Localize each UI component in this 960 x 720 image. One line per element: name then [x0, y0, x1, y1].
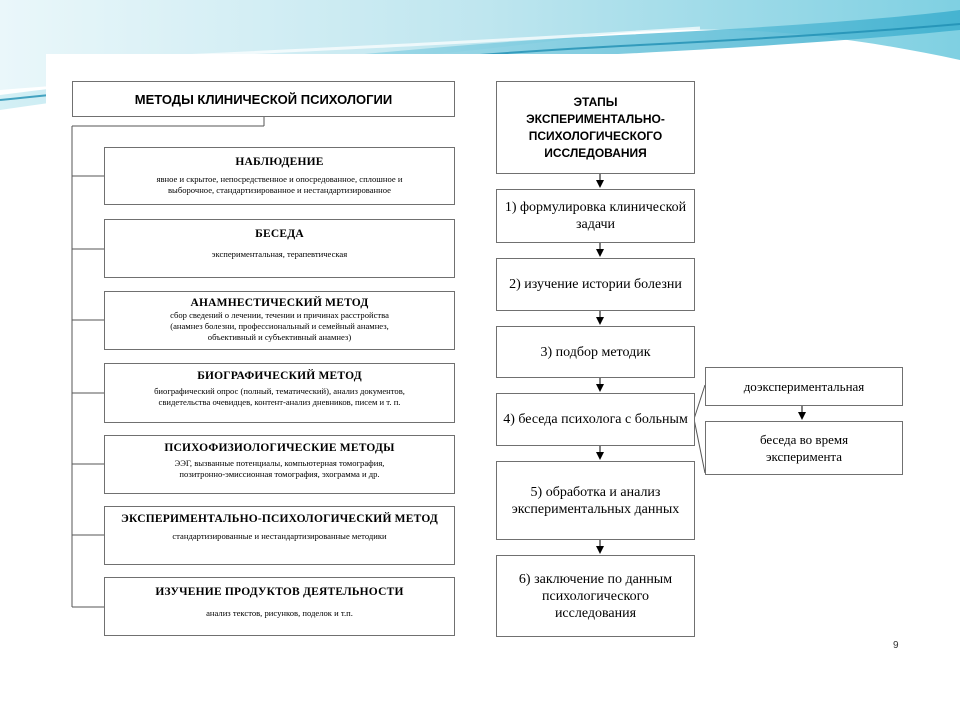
method-box-psychophysiological: ПСИХОФИЗИОЛОГИЧЕСКИЕ МЕТОДЫ ЭЭГ, вызванн…: [104, 435, 455, 494]
method-description-line: экспериментальная, терапевтическая: [211, 249, 348, 259]
stage-box-5: 5) обработка и анализ экспериментальных …: [496, 461, 695, 540]
method-box-anamnestic: АНАМНЕСТИЧЕСКИЙ МЕТОД сбор сведений о ле…: [104, 291, 455, 350]
method-title: БИОГРАФИЧЕСКИЙ МЕТОД: [197, 370, 362, 382]
method-title: БЕСЕДА: [255, 228, 304, 240]
conversation-box-during-experiment: беседа во время эксперимента: [705, 421, 903, 475]
stage-box-2: 2) изучение истории болезни: [496, 258, 695, 311]
stage-label: 2) изучение истории болезни: [509, 277, 682, 292]
method-description-line: явное и скрытое, непосредственное и опос…: [156, 174, 403, 184]
conversation-label: доэкспериментальная: [743, 379, 865, 394]
method-description-line: (анамнез болезни, профессиональный и сем…: [170, 321, 389, 331]
stage-box-1: 1) формулировка клинической задачи: [496, 189, 695, 243]
method-title: НАБЛЮДЕНИЕ: [235, 156, 324, 168]
method-title: ПСИХОФИЗИОЛОГИЧЕСКИЕ МЕТОДЫ: [164, 442, 395, 454]
method-box-conversation: БЕСЕДА экспериментальная, терапевтическа…: [104, 219, 455, 278]
methods-header-title: МЕТОДЫ КЛИНИЧЕСКОЙ ПСИХОЛОГИИ: [134, 91, 393, 107]
method-description-line: объективный и субъективный анамнез): [207, 332, 352, 342]
page-number: 9: [893, 640, 899, 651]
stage-box-6: 6) заключение по данным психологического…: [496, 555, 695, 637]
method-box-activity-products: ИЗУЧЕНИЕ ПРОДУКТОВ ДЕЯТЕЛЬНОСТИ анализ т…: [104, 577, 455, 636]
method-description: сбор сведений о лечении, течении и причи…: [105, 310, 454, 343]
method-description: стандартизированные и нестандартизирован…: [119, 531, 440, 542]
method-description: ЭЭГ, вызванные потенциалы, компьютерная …: [105, 458, 454, 480]
method-description: анализ текстов, рисунков, поделок и т.п.: [105, 608, 454, 619]
method-description-line: анализ текстов, рисунков, поделок и т.п.: [206, 608, 353, 618]
stage-box-4: 4) беседа психолога с больным: [496, 393, 695, 446]
method-description-line: сбор сведений о лечении, течении и причи…: [170, 310, 389, 320]
method-title: ИЗУЧЕНИЕ ПРОДУКТОВ ДЕЯТЕЛЬНОСТИ: [155, 586, 404, 598]
method-description-line: позитронно-эмиссионная томография, эхогр…: [179, 469, 380, 479]
stage-box-3: 3) подбор методик: [496, 326, 695, 378]
stage-label: 3) подбор методик: [540, 344, 651, 360]
method-description: биографический опрос (полный, тематическ…: [105, 386, 454, 408]
conversation-label: беседа во время эксперимента: [759, 432, 849, 464]
stage-label: 4) беседа психолога с больным: [503, 412, 688, 427]
method-description-line: свидетельства очевидцев, контент-анализ …: [158, 397, 401, 407]
method-description-line: стандартизированные и нестандартизирован…: [172, 531, 387, 541]
stages-header-box: ЭТАПЫ ЭКСПЕРИМЕНТАЛЬНО-ПСИХОЛОГИЧЕСКОГО …: [496, 81, 695, 174]
slide-canvas: [46, 54, 914, 666]
method-title: ЭКСПЕРИМЕНТАЛЬНО-ПСИХОЛОГИЧЕСКИЙ МЕТОД: [120, 513, 439, 525]
method-description: явное и скрытое, непосредственное и опос…: [105, 174, 454, 196]
method-box-experimental: ЭКСПЕРИМЕНТАЛЬНО-ПСИХОЛОГИЧЕСКИЙ МЕТОД с…: [104, 506, 455, 565]
method-description: экспериментальная, терапевтическая: [105, 249, 454, 260]
method-description-line: биографический опрос (полный, тематическ…: [154, 386, 405, 396]
stages-header-title: ЭТАПЫ ЭКСПЕРИМЕНТАЛЬНО-ПСИХОЛОГИЧЕСКОГО …: [526, 94, 665, 160]
method-title: АНАМНЕСТИЧЕСКИЙ МЕТОД: [190, 297, 369, 309]
methods-header-box: МЕТОДЫ КЛИНИЧЕСКОЙ ПСИХОЛОГИИ: [72, 81, 455, 117]
method-description-line: ЭЭГ, вызванные потенциалы, компьютерная …: [174, 458, 385, 468]
method-box-biographical: БИОГРАФИЧЕСКИЙ МЕТОД биографический опро…: [104, 363, 455, 423]
method-description-line: выборочное, стандартизированное и нестан…: [168, 185, 391, 195]
stage-label: 1) формулировка клинической задачи: [504, 200, 687, 232]
conversation-box-preexperimental: доэкспериментальная: [705, 367, 903, 406]
method-box-observation: НАБЛЮДЕНИЕ явное и скрытое, непосредстве…: [104, 147, 455, 205]
stage-label: 5) обработка и анализ экспериментальных …: [511, 484, 680, 517]
stage-label: 6) заключение по данным психологического…: [518, 571, 673, 621]
